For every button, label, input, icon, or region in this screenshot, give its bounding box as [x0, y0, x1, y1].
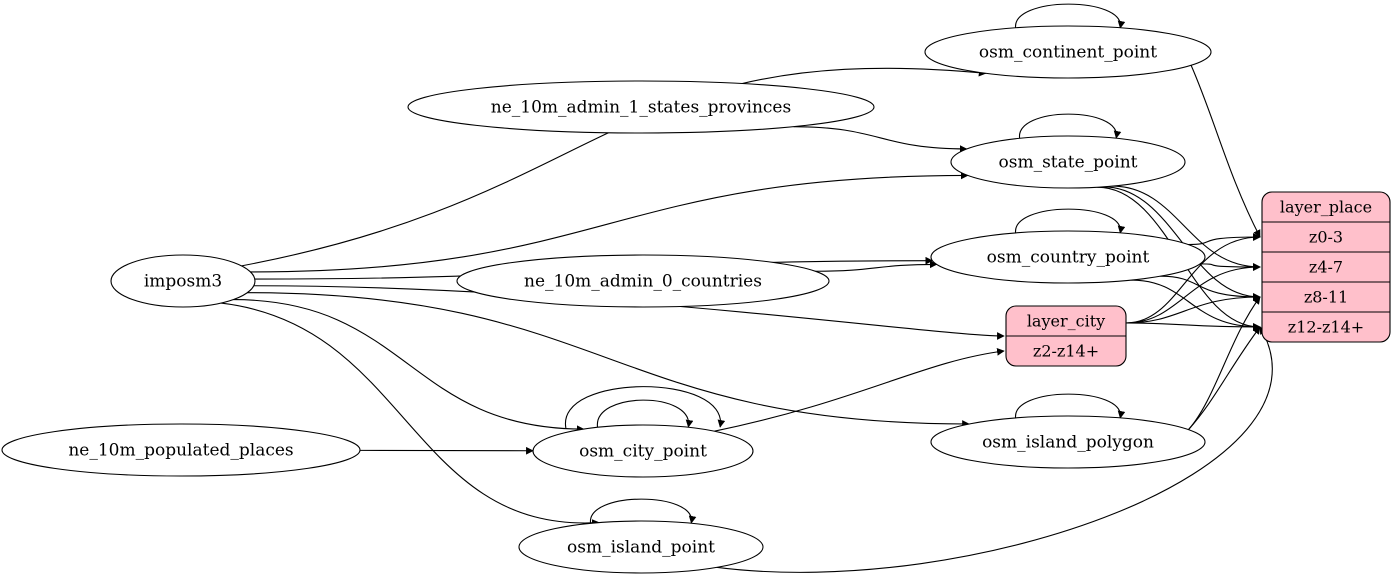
edge-osm_island_point-to-osm_island_point	[590, 498, 697, 525]
edge-layer_city-to-layer_place-z8-11	[1125, 293, 1261, 324]
node-shape	[924, 25, 1212, 79]
node-ne_10m_admin_0_countries[interactable]: ne_10m_admin_0_countries	[456, 254, 830, 308]
edge-ne_10m_admin_0_countries-to-osm_country_point	[815, 260, 938, 272]
edge-osm_city_point-to-layer_city-z2-z14+	[714, 348, 1005, 432]
edge-osm_island_point-to-layer_place-z12-z14+	[716, 326, 1273, 573]
edge-osm_island_polygon-to-osm_island_polygon	[1015, 393, 1126, 420]
edge-imposm3-to-osm_state_point	[250, 171, 969, 273]
record-row-zoom[interactable]: z12-z14+	[1288, 318, 1364, 337]
edge-osm_continent_point-to-layer_place-z0-3	[1190, 64, 1261, 238]
edge-imposm3-to-layer_city	[253, 285, 1005, 340]
edge-osm_country_point-to-layer_place-z0-3	[1188, 233, 1261, 246]
node-osm_island_point[interactable]: osm_island_point	[518, 520, 764, 574]
node-shape	[1, 423, 361, 477]
record-box	[1261, 191, 1391, 343]
node-osm_continent_point[interactable]: osm_continent_point	[924, 25, 1212, 79]
record-node-layer_city[interactable]: layer_city z2-z14+	[1005, 305, 1127, 367]
record-row-title[interactable]: layer_city	[1027, 312, 1105, 331]
node-label: osm_city_point	[579, 442, 707, 462]
nodes-layer: imposm3 ne_10m_populated_places ne_10m_adm…	[1, 25, 1391, 574]
node-shape	[407, 80, 875, 134]
node-label: ne_10m_admin_0_countries	[524, 272, 762, 292]
record-row-zoom[interactable]: z0-3	[1309, 228, 1343, 247]
edge-ne_10m_admin_1_states_provinces-to-osm_state_point	[793, 126, 968, 153]
edge-osm_continent_point-to-osm_continent_point	[1015, 3, 1126, 30]
node-shape	[110, 254, 256, 308]
edge-osm_country_point-to-layer_place-z12-z14+	[1131, 279, 1261, 331]
edge-osm_state_point-to-osm_state_point	[1019, 113, 1122, 140]
edge-layer_city-to-layer_place-z0-3	[1125, 233, 1261, 324]
node-shape	[950, 135, 1186, 189]
edge-osm_country_point-to-osm_country_point	[1015, 208, 1126, 235]
node-osm_state_point[interactable]: osm_state_point	[950, 135, 1186, 189]
record-row-zoom[interactable]: z8-11	[1304, 288, 1348, 307]
node-label: ne_10m_populated_places	[68, 441, 293, 461]
record-node-layer_place[interactable]: layer_place z0-3 z4-7 z8-11 z12-z14+	[1261, 191, 1391, 343]
edge-osm_state_point-to-layer_place-z4-7	[1112, 185, 1261, 271]
edges-layer	[220, 3, 1273, 573]
record-row-zoom[interactable]: z2-z14+	[1033, 342, 1099, 361]
node-label: imposm3	[144, 272, 222, 292]
edge-layer_city-to-layer_place-z4-7	[1125, 263, 1261, 324]
node-label: osm_state_point	[999, 153, 1138, 173]
node-shape	[930, 415, 1206, 469]
node-label: ne_10m_admin_1_states_provinces	[491, 98, 791, 118]
node-label: osm_island_point	[567, 538, 715, 558]
edge-layer_city-to-layer_place-z12-z14+	[1125, 322, 1261, 331]
node-osm_island_polygon[interactable]: osm_island_polygon	[930, 415, 1206, 469]
edge-osm_island_polygon-to-layer_place-z8-11	[1188, 296, 1261, 430]
node-label: osm_island_polygon	[982, 433, 1154, 453]
node-shape	[532, 424, 754, 478]
node-shape	[456, 254, 830, 308]
node-osm_city_point[interactable]: osm_city_point	[532, 424, 754, 478]
node-osm_country_point[interactable]: osm_country_point	[930, 230, 1206, 284]
record-row-zoom[interactable]: z4-7	[1309, 258, 1343, 277]
node-label: osm_continent_point	[979, 43, 1157, 63]
edge-osm_city_point-to-osm_city_point	[565, 386, 726, 429]
edge-osm_country_point-to-layer_place-z4-7	[1200, 263, 1261, 271]
node-label: osm_country_point	[987, 248, 1150, 268]
edge-osm_island_polygon-to-layer_place-z12-z14+	[1188, 326, 1261, 430]
node-imposm3[interactable]: imposm3	[110, 254, 256, 308]
edge-osm_country_point-to-layer_place-z8-11	[1160, 275, 1261, 301]
edge-osm_city_point-to-osm_city_point	[597, 399, 694, 429]
node-ne_10m_admin_1_states_provinces[interactable]: ne_10m_admin_1_states_provinces	[407, 80, 875, 134]
edge-imposm3-to-osm_island_point	[220, 302, 600, 527]
edge-imposm3-to-osm_city_point	[233, 299, 585, 433]
edge-imposm3-to-osm_island_polygon	[247, 292, 970, 428]
node-shape	[518, 520, 764, 574]
node-ne_10m_populated_places[interactable]: ne_10m_populated_places	[1, 423, 361, 477]
node-shape	[930, 230, 1206, 284]
record-row-title[interactable]: layer_place	[1280, 198, 1372, 217]
